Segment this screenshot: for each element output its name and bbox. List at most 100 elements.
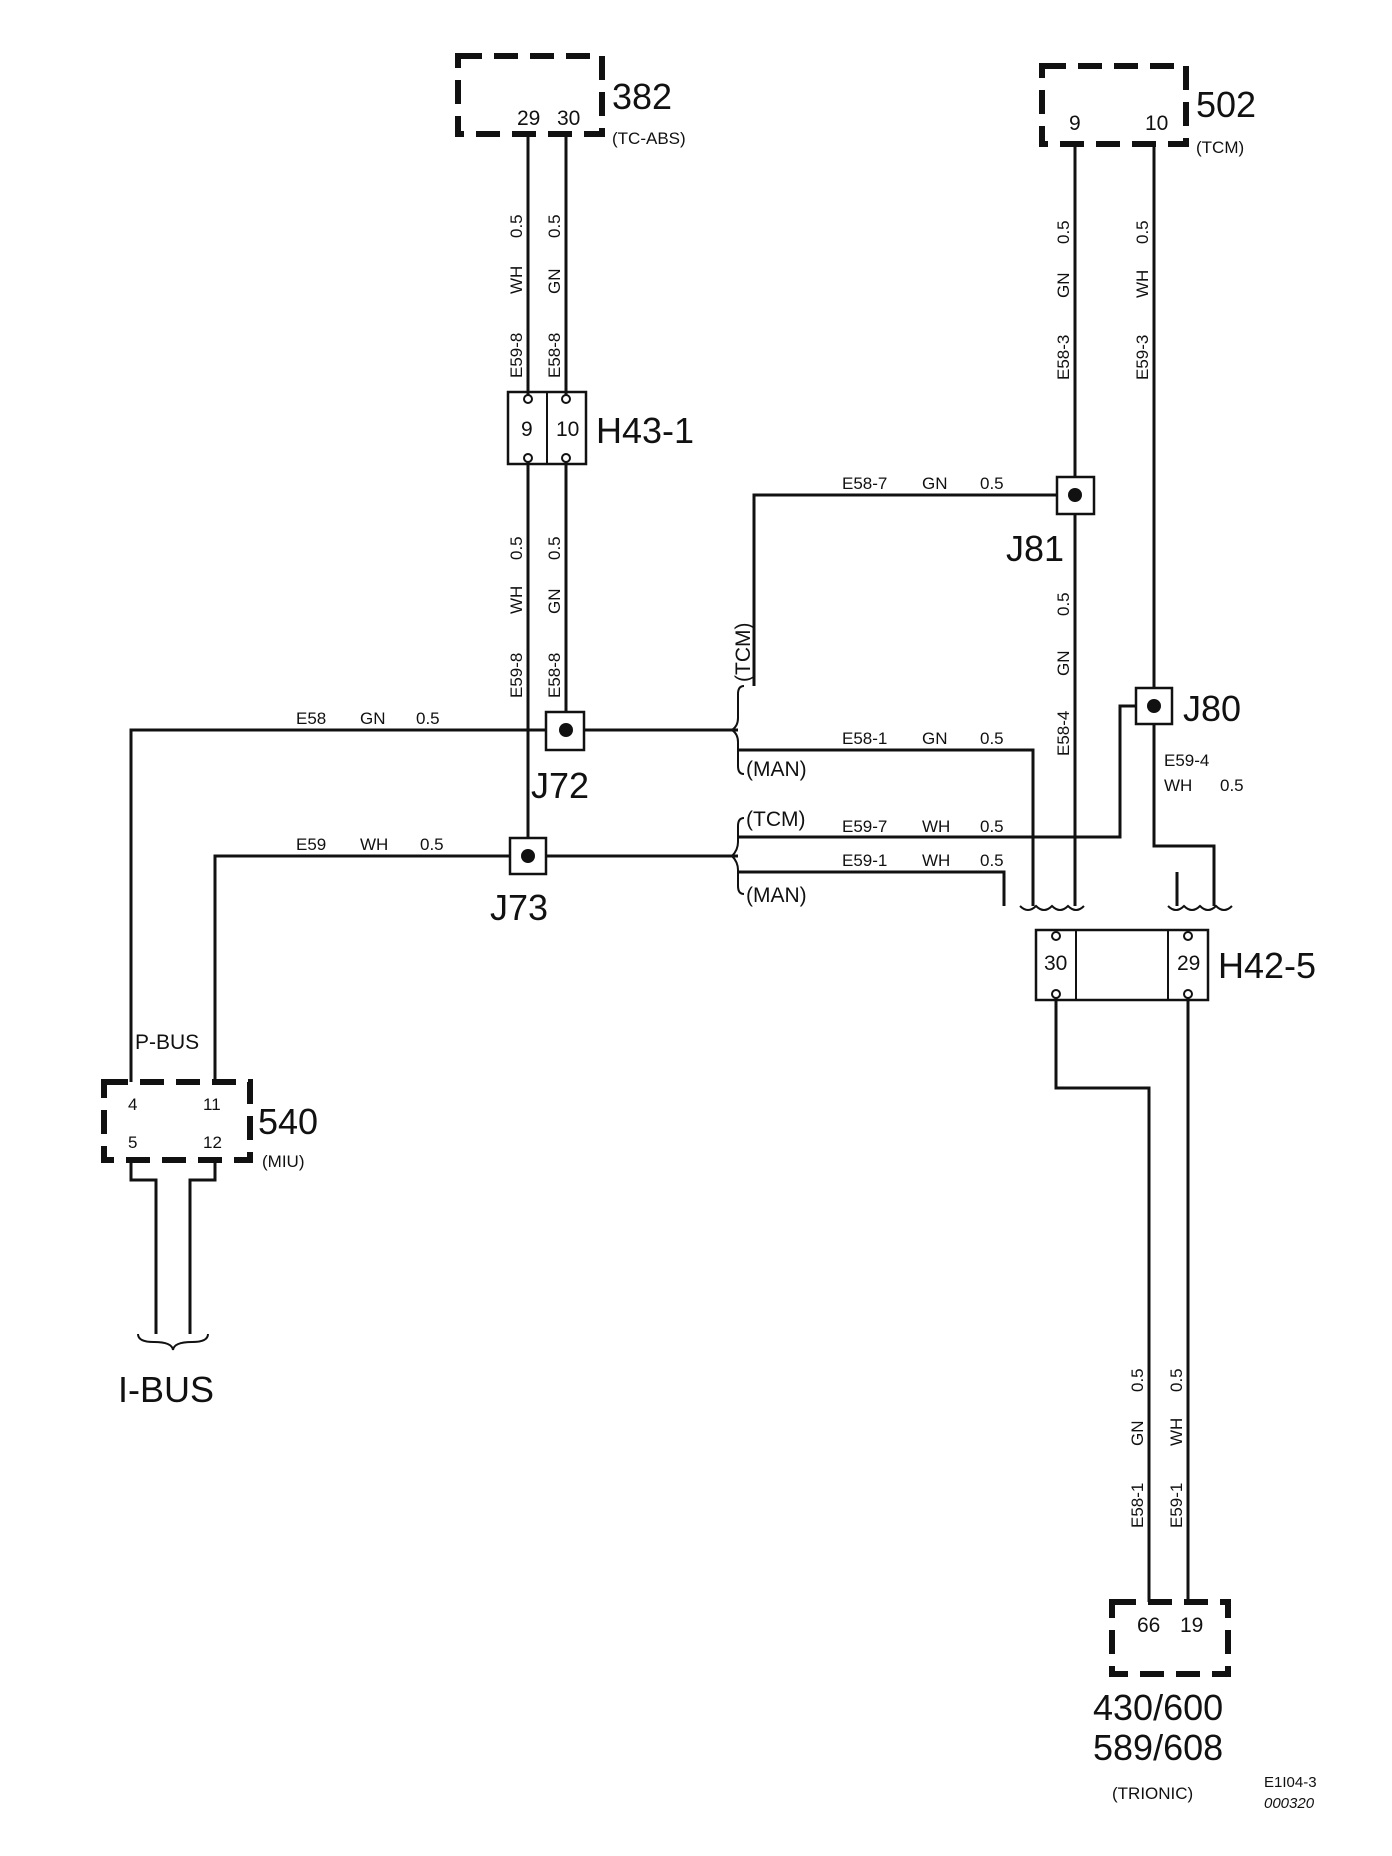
- c540-number: 540: [258, 1101, 318, 1142]
- label-e59-7-id: E59-7: [842, 817, 887, 836]
- junction-j81[interactable]: J81: [1006, 475, 1096, 569]
- component-502[interactable]: 9 10 502 (TCM): [1039, 63, 1256, 157]
- c540-pin-5: 5: [128, 1133, 137, 1152]
- label-e58-7-id: E58-7: [842, 474, 887, 493]
- label-e58-size: 0.5: [416, 709, 440, 728]
- label-e59-1-id: E59-1: [842, 851, 887, 870]
- label-tcm-wh-id: E59-3: [1133, 335, 1152, 380]
- label-e59-color: WH: [360, 835, 388, 854]
- label-e59-7-size: 0.5: [980, 817, 1004, 836]
- h43-label: H43-1: [596, 410, 694, 451]
- label-e58-1-size: 0.5: [980, 729, 1004, 748]
- label-e58-4-id: E58-4: [1054, 711, 1073, 756]
- trionic-pin-19: 19: [1180, 1614, 1203, 1637]
- label-top-left-wh-size: 0.5: [507, 214, 526, 238]
- j80-label: J80: [1183, 688, 1241, 729]
- c540-pin-12: 12: [203, 1133, 222, 1152]
- junction-j72[interactable]: J72: [531, 710, 589, 806]
- h43-pin-9: 9: [521, 418, 533, 441]
- label-bot-wh-id: E59-1: [1167, 1483, 1186, 1528]
- label-top-left-gn-id: E58-8: [545, 333, 564, 378]
- label-e58-color: GN: [360, 709, 386, 728]
- drawing-date: 000320: [1264, 1795, 1315, 1812]
- trionic-line2: 589/608: [1093, 1727, 1223, 1768]
- c502-pin-10: 10: [1145, 112, 1168, 135]
- trionic-pin-66: 66: [1137, 1614, 1160, 1637]
- label-variant-tcm-2: (TCM): [746, 808, 805, 831]
- label-e59-id: E59: [296, 835, 326, 854]
- label-mid-left-gn-id: E58-8: [545, 653, 564, 698]
- label-top-left-gn-size: 0.5: [545, 214, 564, 238]
- label-e59-1-size: 0.5: [980, 851, 1004, 870]
- j73-label: J73: [490, 887, 548, 928]
- c540-pin-11: 11: [203, 1095, 221, 1114]
- trionic-line1: 430/600: [1093, 1687, 1223, 1728]
- c502-name: (TCM): [1196, 138, 1244, 157]
- label-e58-4-size: 0.5: [1054, 592, 1073, 616]
- connector-h42-5[interactable]: 30 29 H42-5: [1034, 928, 1316, 1002]
- component-trionic[interactable]: 66 19 430/600 589/608 (TRIONIC): [1093, 1599, 1231, 1803]
- label-e59-size: 0.5: [420, 835, 444, 854]
- label-e59-4-size: 0.5: [1220, 776, 1244, 795]
- label-bot-gn-size: 0.5: [1128, 1368, 1147, 1392]
- label-e58-7-color: GN: [922, 474, 948, 493]
- label-bot-wh-size: 0.5: [1167, 1368, 1186, 1392]
- h42-pin-30: 30: [1044, 952, 1067, 975]
- j81-label: J81: [1006, 528, 1064, 569]
- label-mid-left-wh-color: WH: [507, 586, 526, 614]
- label-e58-4-color: GN: [1054, 651, 1073, 677]
- label-tcm-gn-color: GN: [1054, 273, 1073, 299]
- label-e58-id: E58: [296, 709, 326, 728]
- label-e59-4-id: E59-4: [1164, 751, 1209, 770]
- c540-pin-4: 4: [128, 1095, 137, 1114]
- c382-pin-29: 29: [517, 107, 540, 130]
- label-tcm-gn-id: E58-3: [1054, 335, 1073, 380]
- horizontal-wire-labels: E58-7 GN 0.5 E58 GN 0.5 E59 WH 0.5 E58-1…: [118, 474, 1317, 1812]
- label-bot-wh-color: WH: [1167, 1418, 1186, 1446]
- label-variant-man-1: (MAN): [746, 758, 807, 781]
- label-top-left-wh-color: WH: [507, 266, 526, 294]
- drawing-ref: E1I04-3: [1264, 1774, 1317, 1791]
- junction-j80[interactable]: J80: [1134, 686, 1241, 729]
- label-e58-7-size: 0.5: [980, 474, 1004, 493]
- label-tcm-gn-size: 0.5: [1054, 220, 1073, 244]
- label-variant-man-2: (MAN): [746, 884, 807, 907]
- component-382[interactable]: 29 30 382 (TC-ABS): [455, 53, 686, 148]
- label-e59-7-color: WH: [922, 817, 950, 836]
- braces: [137, 685, 1233, 1351]
- junction-j73[interactable]: J73: [490, 836, 548, 928]
- connector-h43-1[interactable]: 9 10 H43-1: [506, 390, 694, 466]
- h42-label: H42-5: [1218, 945, 1316, 986]
- c540-name: (MIU): [262, 1152, 304, 1171]
- label-tcm-wh-size: 0.5: [1133, 220, 1152, 244]
- label-e58-1-color: GN: [922, 729, 948, 748]
- label-variant-tcm-vertical: (TCM): [732, 623, 755, 682]
- c502-pin-9: 9: [1069, 112, 1081, 135]
- wires: [129, 134, 1216, 1602]
- h43-pin-10: 10: [556, 418, 579, 441]
- vertical-wire-labels: E59-8 WH 0.5 E58-8 GN 0.5 E59-8 WH 0.5 E…: [507, 214, 1186, 1528]
- c502-number: 502: [1196, 84, 1256, 125]
- label-bot-gn-id: E58-1: [1128, 1483, 1147, 1528]
- component-540[interactable]: 4 11 5 12 540 (MIU): [101, 1079, 318, 1171]
- label-bot-gn-color: GN: [1128, 1421, 1147, 1447]
- c382-name: (TC-ABS): [612, 129, 686, 148]
- label-tcm-wh-color: WH: [1133, 270, 1152, 298]
- trionic-name: (TRIONIC): [1112, 1784, 1193, 1803]
- label-top-left-gn-color: GN: [545, 269, 564, 295]
- label-mid-left-gn-color: GN: [545, 589, 564, 615]
- label-mid-left-wh-id: E59-8: [507, 653, 526, 698]
- j72-label: J72: [531, 765, 589, 806]
- c382-number: 382: [612, 76, 672, 117]
- label-mid-left-wh-size: 0.5: [507, 536, 526, 560]
- label-top-left-wh-id: E59-8: [507, 333, 526, 378]
- label-e58-1-id: E58-1: [842, 729, 887, 748]
- label-ibus: I-BUS: [118, 1369, 214, 1410]
- label-e59-4-color: WH: [1164, 776, 1192, 795]
- label-mid-left-gn-size: 0.5: [545, 536, 564, 560]
- label-e59-1-color: WH: [922, 851, 950, 870]
- h42-pin-29: 29: [1177, 952, 1200, 975]
- label-pbus: P-BUS: [135, 1031, 199, 1054]
- c382-pin-30: 30: [557, 107, 580, 130]
